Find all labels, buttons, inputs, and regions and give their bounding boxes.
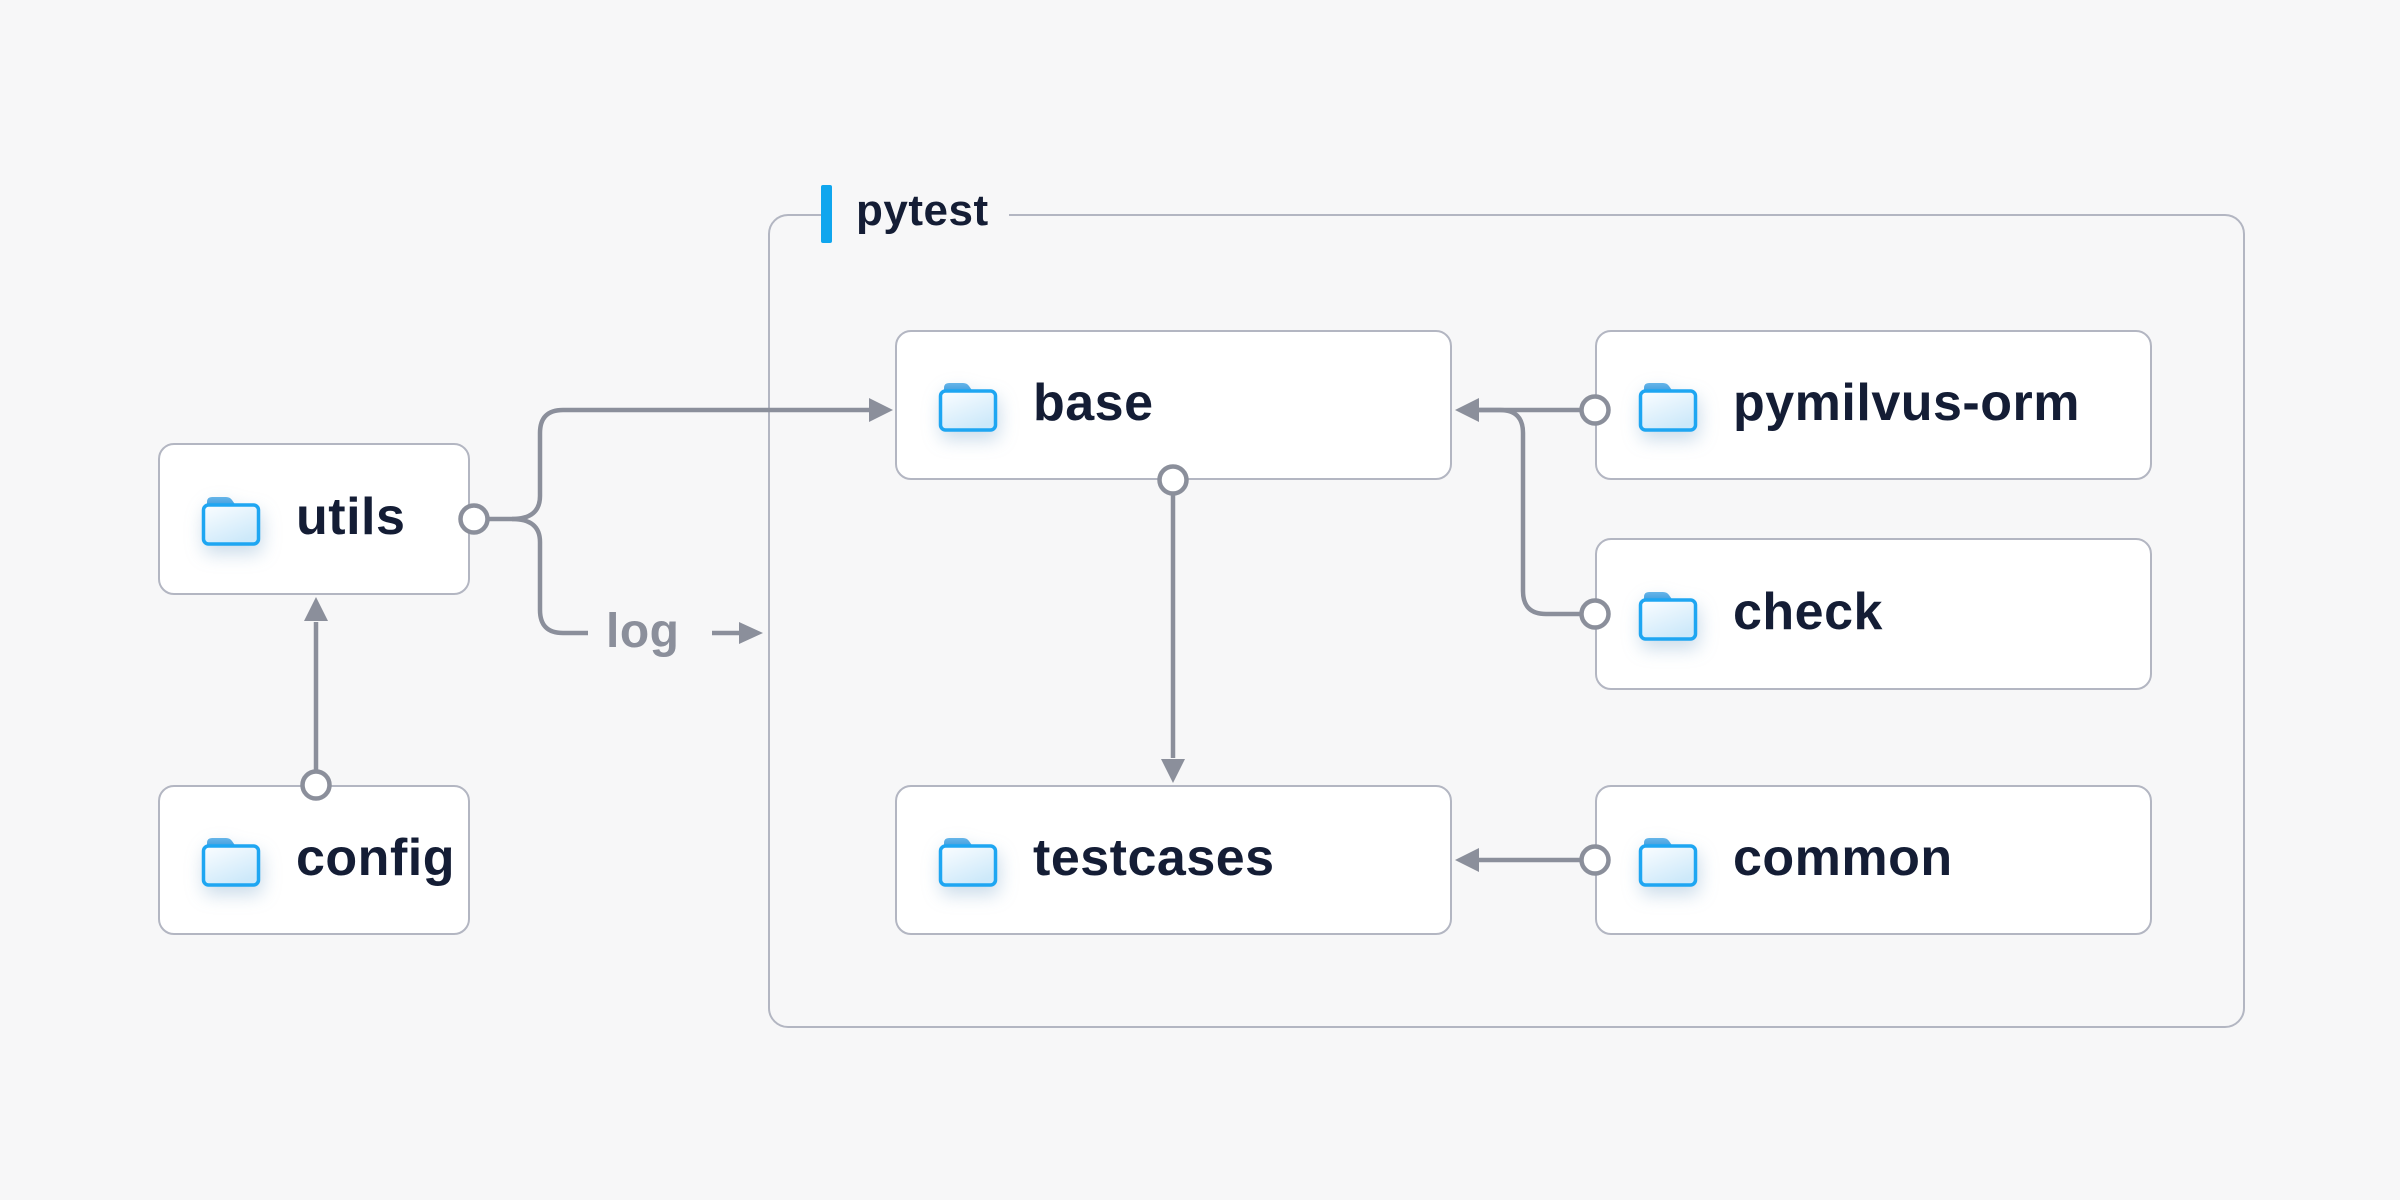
node-label: common xyxy=(1733,829,1953,887)
node-label: pymilvus-orm xyxy=(1733,374,2080,432)
pytest-container-label: pytest xyxy=(821,184,1009,244)
pytest-container xyxy=(768,214,2245,1028)
node-label: testcases xyxy=(1033,829,1275,887)
edge-label-log: log xyxy=(606,605,680,658)
node-base: base xyxy=(895,330,1452,480)
folder-icon xyxy=(938,838,998,887)
node-label: utils xyxy=(296,488,406,546)
folder-icon xyxy=(1638,383,1698,432)
node-common: common xyxy=(1595,785,2152,935)
node-config: config xyxy=(158,785,470,935)
edge-utils-to-log xyxy=(511,516,588,636)
node-label: config xyxy=(296,829,455,887)
node-check: check xyxy=(1595,538,2152,690)
folder-icon xyxy=(201,838,261,887)
node-label: check xyxy=(1733,583,1883,641)
node-utils: utils xyxy=(158,443,470,595)
arrowhead-into-utils xyxy=(304,597,328,621)
node-testcases: testcases xyxy=(895,785,1452,935)
folder-icon xyxy=(1638,592,1698,641)
container-title: pytest xyxy=(856,186,989,235)
folder-icon xyxy=(938,383,998,432)
accent-bar xyxy=(821,185,832,243)
folder-icon xyxy=(201,497,261,546)
log-arrow-icon xyxy=(739,622,763,644)
folder-icon xyxy=(1638,838,1698,887)
node-pymilvus-orm: pymilvus-orm xyxy=(1595,330,2152,480)
node-label: base xyxy=(1033,374,1154,432)
